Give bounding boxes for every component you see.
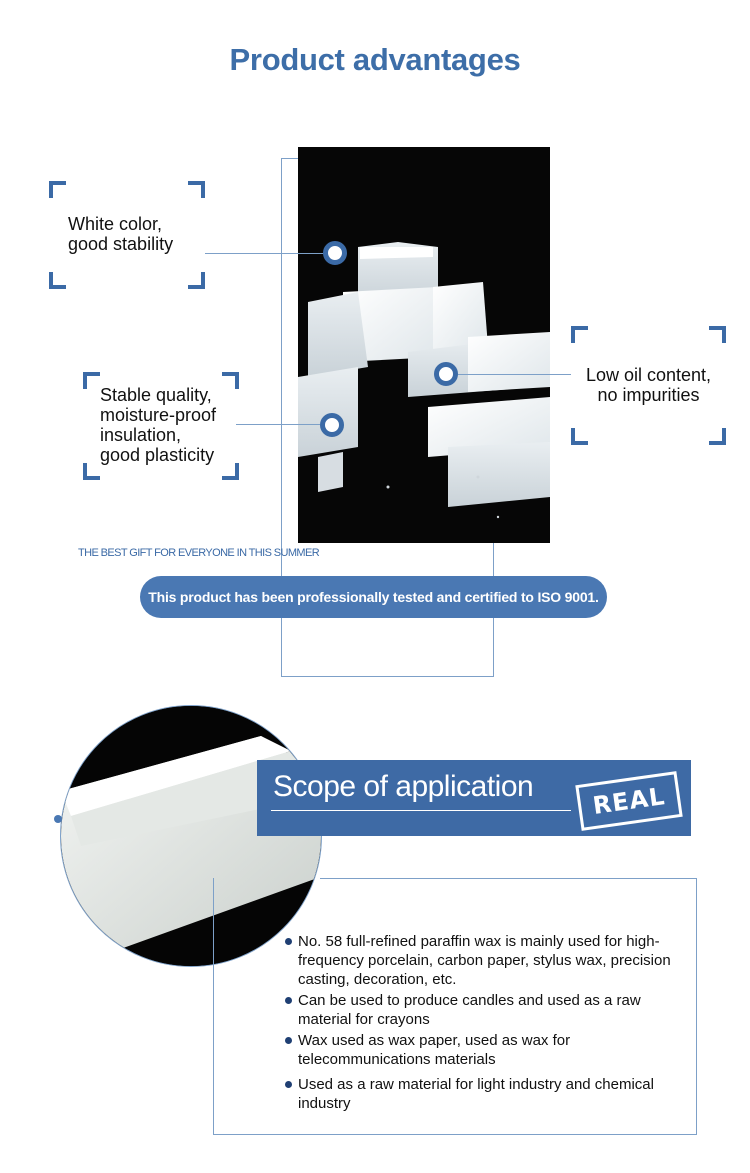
callout-stable-line4: good plasticity: [100, 445, 215, 465]
leader-line-oil: [458, 374, 571, 375]
decor-dot: [54, 815, 62, 823]
scope-banner: Scope of application REAL: [257, 760, 691, 836]
callout-oil-line1: Low oil content,: [585, 365, 712, 385]
scope-box-frame: [213, 878, 697, 1135]
list-item: No. 58 full-refined paraffin wax is main…: [282, 932, 692, 989]
scope-box-top-border: [320, 878, 697, 879]
callout-white-line1: White color,: [68, 214, 163, 234]
callout-stable-quality: Stable quality, moisture-proof insulatio…: [83, 372, 239, 480]
callout-low-oil: Low oil content, no impurities: [571, 326, 726, 445]
callout-stable-line1: Stable quality,: [100, 385, 212, 405]
certification-banner: This product has been professionally tes…: [140, 576, 607, 618]
scope-list: No. 58 full-refined paraffin wax is main…: [282, 932, 692, 1115]
marker-white-icon: [323, 241, 347, 265]
callout-stable-line2: moisture-proof: [100, 405, 217, 425]
list-item: Used as a raw material for light industr…: [282, 1075, 692, 1113]
list-item: Can be used to produce candles and used …: [282, 991, 692, 1029]
leader-line-stable: [236, 424, 320, 425]
real-stamp: REAL: [575, 771, 683, 831]
callout-stable-line3: insulation,: [100, 425, 182, 445]
marker-oil-icon: [434, 362, 458, 386]
page-title: Product advantages: [229, 42, 521, 77]
marker-stable-icon: [320, 413, 344, 437]
scope-title: Scope of application: [273, 770, 534, 803]
list-item: Wax used as wax paper, used as wax for t…: [282, 1031, 692, 1069]
paraffin-blocks-photo: [298, 147, 550, 543]
callout-white-color: White color, good stability: [49, 181, 205, 289]
callout-oil-line2: no impurities: [597, 385, 700, 405]
gift-tagline: THE BEST GIFT FOR EVERYONE IN THIS SUMME…: [78, 547, 320, 559]
scope-underline: [271, 810, 571, 811]
callout-white-line2: good stability: [68, 234, 174, 254]
leader-line-white: [205, 253, 323, 254]
